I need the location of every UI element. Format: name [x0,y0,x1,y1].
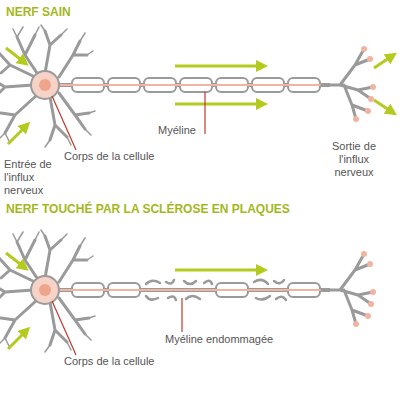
cell-body [31,276,59,304]
damaged-neuron [0,230,376,352]
part-label: Sortie de l'influx nerveux [318,140,390,179]
panel-heading: NERF SAIN [6,6,206,19]
part-label: Entrée de l'influx nerveux [4,158,62,197]
part-label: Myéline endommagée [165,333,295,346]
healthy-neuron [0,25,376,147]
part-label: Corps de la cellule [64,150,184,163]
axon-terminal [322,251,376,327]
axon-core [60,289,328,291]
panel-heading: NERF TOUCHÉ PAR LA SCLÉROSE EN PLAQUES [6,203,396,216]
part-label: Corps de la cellule [64,355,184,368]
impulse-arrows [6,48,392,349]
dendrites [0,25,95,147]
part-label: Myéline [158,124,203,137]
dendrites [0,230,95,352]
axon-terminal [322,46,376,122]
leader-lines [52,92,205,355]
cell-body [31,71,59,99]
axon-core [60,84,328,86]
